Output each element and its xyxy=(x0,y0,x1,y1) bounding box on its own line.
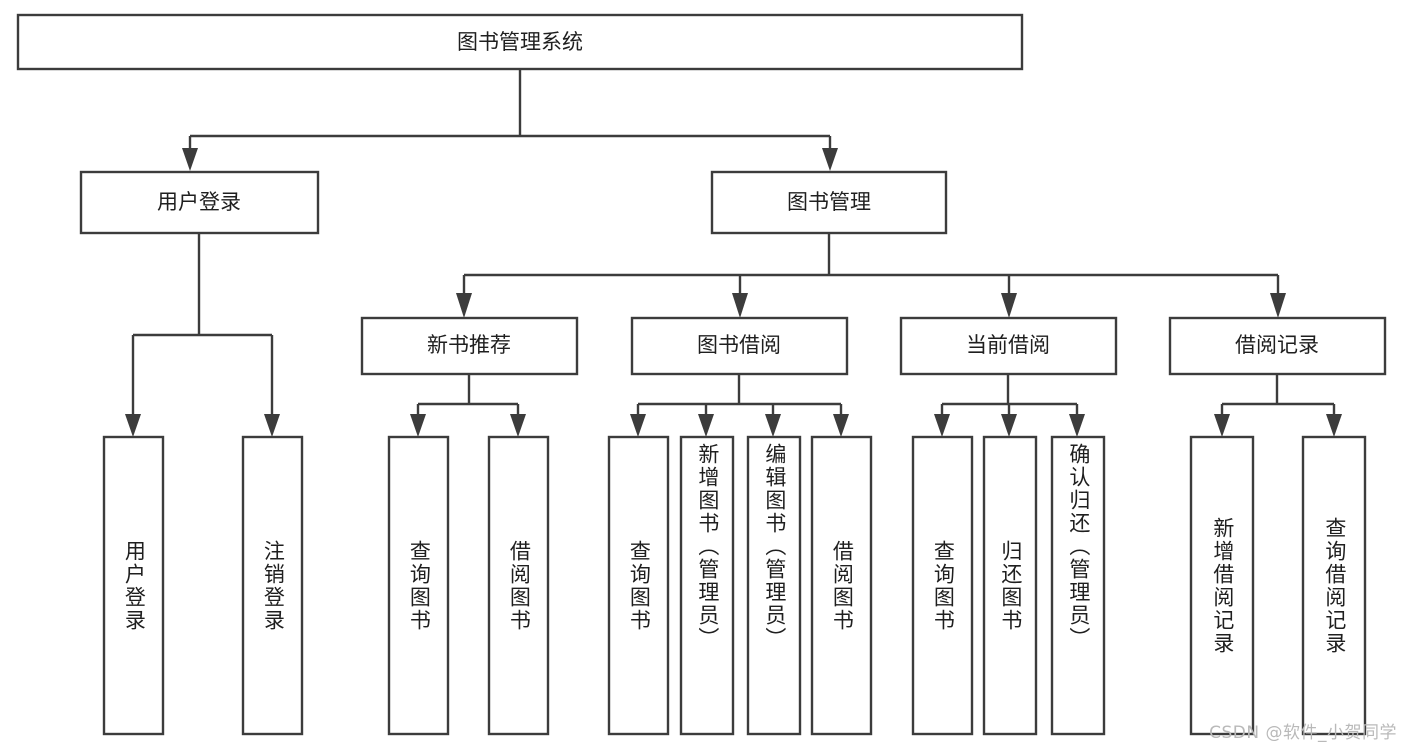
node-leaf-user-logout-box[interactable] xyxy=(241,435,304,736)
node-leaf-confirm-return-box[interactable] xyxy=(1050,435,1106,736)
edge-current-borrow-to-leaves xyxy=(934,374,1085,437)
arrow-head-leaf-add-book xyxy=(698,414,714,437)
node-new-book-rec-box[interactable] xyxy=(360,316,579,376)
node-root-label: 图书管理系统 xyxy=(457,30,583,54)
node-current-borrow[interactable]: 当前借阅 xyxy=(899,316,1118,376)
node-leaf-add-book-box[interactable] xyxy=(679,435,735,736)
edge-book-manage-to-level3 xyxy=(456,233,1286,318)
arrow-head-leaf-add-record xyxy=(1214,414,1230,437)
arrow-head-borrow-record xyxy=(1270,293,1286,318)
arrow-head-leaf-borrow-book-1 xyxy=(510,414,526,437)
node-root-box[interactable] xyxy=(16,13,1024,71)
arrow-head-leaf-query-book-2 xyxy=(630,414,646,437)
node-book-borrow-label: 图书借阅 xyxy=(697,333,781,357)
node-borrow-record-label: 借阅记录 xyxy=(1235,333,1319,357)
node-leaf-borrow-book-2-box[interactable] xyxy=(810,435,873,736)
node-borrow-record[interactable]: 借阅记录 xyxy=(1168,316,1387,376)
arrow-head-leaf-user-login xyxy=(125,414,141,437)
arrow-head-user-login xyxy=(182,148,198,171)
arrow-head-book-manage xyxy=(822,148,838,171)
node-leaf-add-record-box[interactable] xyxy=(1189,435,1255,736)
node-leaf-query-book-1-box[interactable] xyxy=(387,435,450,736)
node-book-manage-box[interactable] xyxy=(710,170,948,235)
arrow-head-leaf-confirm-return xyxy=(1069,414,1085,437)
node-book-borrow[interactable]: 图书借阅 xyxy=(630,316,849,376)
arrow-head-leaf-return-book xyxy=(1001,414,1017,437)
arrow-head-leaf-borrow-book-2 xyxy=(833,414,849,437)
node-user-login-label: 用户登录 xyxy=(157,190,241,214)
node-leaf-query-book-2-box[interactable] xyxy=(607,435,670,736)
arrow-head-leaf-edit-book xyxy=(765,414,781,437)
node-book-manage[interactable]: 图书管理 xyxy=(710,170,948,235)
node-book-manage-label: 图书管理 xyxy=(787,190,871,214)
node-root[interactable]: 图书管理系统 xyxy=(16,13,1024,71)
node-current-borrow-box[interactable] xyxy=(899,316,1118,376)
node-book-borrow-box[interactable] xyxy=(630,316,849,376)
edge-root-to-level2 xyxy=(182,69,838,171)
node-leaf-query-record-box[interactable] xyxy=(1301,435,1367,736)
edge-borrow-record-to-leaves xyxy=(1214,374,1342,437)
arrow-head-current-borrow xyxy=(1001,293,1017,318)
arrow-head-book-borrow xyxy=(732,293,748,318)
arrow-head-new-book-rec xyxy=(456,293,472,318)
node-leaf-return-book-box[interactable] xyxy=(982,435,1038,736)
node-new-book-rec-label: 新书推荐 xyxy=(427,333,511,357)
node-user-login-box[interactable] xyxy=(79,170,320,235)
node-leaf-borrow-book-1-box[interactable] xyxy=(487,435,550,736)
node-leaf-query-book-3-box[interactable] xyxy=(911,435,974,736)
csdn-watermark: CSDN @软件_小贺同学 xyxy=(1209,723,1397,743)
node-user-login[interactable]: 用户登录 xyxy=(79,170,320,235)
node-leaf-user-login-box[interactable] xyxy=(102,435,165,736)
node-new-book-rec[interactable]: 新书推荐 xyxy=(360,316,579,376)
node-leaf-edit-book-box[interactable] xyxy=(746,435,802,736)
arrow-head-leaf-query-record xyxy=(1326,414,1342,437)
leaf-node-boxes xyxy=(102,435,1367,736)
arrow-head-leaf-query-book-1 xyxy=(410,414,426,437)
node-borrow-record-box[interactable] xyxy=(1168,316,1387,376)
arrow-head-leaf-user-logout xyxy=(264,414,280,437)
node-current-borrow-label: 当前借阅 xyxy=(966,333,1050,357)
edge-new-book-rec-to-leaves xyxy=(410,374,526,437)
edge-user-login-to-leaves xyxy=(125,233,280,437)
edge-book-borrow-to-leaves xyxy=(630,374,849,437)
arrow-head-leaf-query-book-3 xyxy=(934,414,950,437)
